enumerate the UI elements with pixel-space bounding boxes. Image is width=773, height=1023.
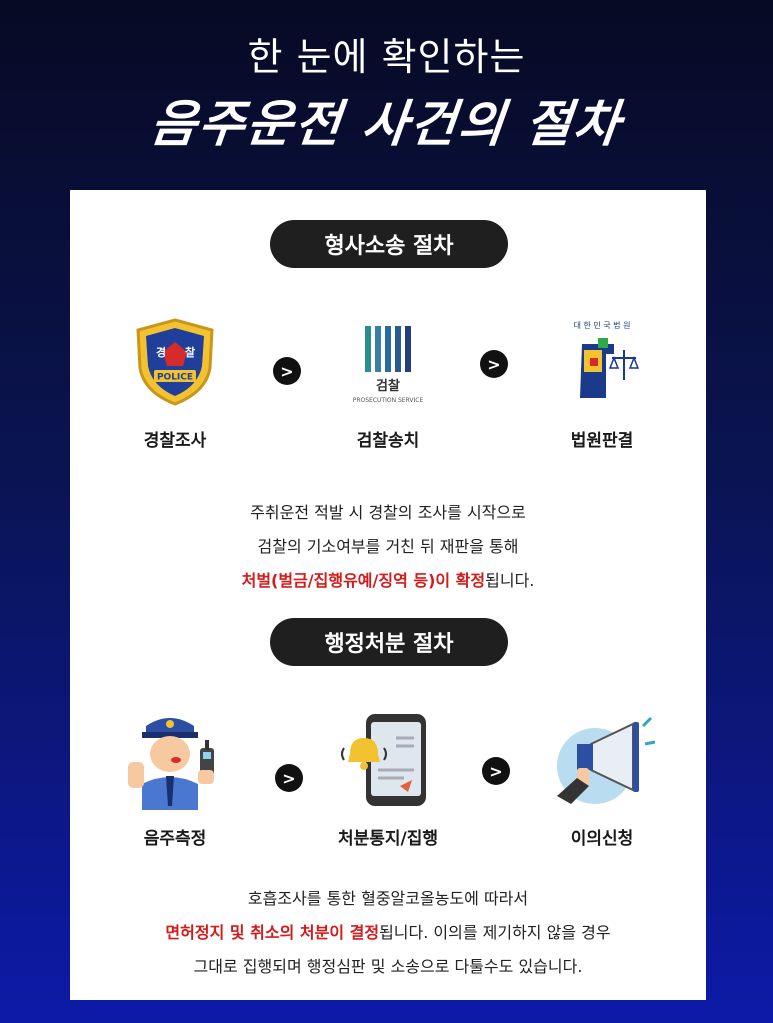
court-emblem-text: 대 한 민 국 법 원: [574, 320, 631, 330]
step-prosecution-referral: 검찰 PROSECUTION SERVICE 검찰송치: [308, 312, 468, 451]
step-objection: 이의신청: [522, 710, 682, 849]
arrow-right-icon: >: [275, 764, 303, 792]
criminal-procedure-pill: 형사소송 절차: [270, 220, 508, 268]
badge-char-2: 찰: [185, 345, 195, 359]
prosecution-logo-text: 검찰: [376, 378, 400, 394]
header-subtitle: 한 눈에 확인하는: [247, 35, 526, 79]
arrow-right-icon: >: [482, 757, 510, 785]
step-alcohol-test: 음주측정: [95, 710, 255, 849]
police-badge-icon: 경 찰 POLICE: [95, 312, 255, 412]
prosecution-logo-icon: 검찰 PROSECUTION SERVICE: [308, 312, 468, 412]
criminal-desc-line-3: 처벌(벌금/집행유예/징역 등)이 확정됩니다.: [70, 564, 706, 598]
badge-police-text: POLICE: [157, 373, 193, 383]
court-emblem-icon: 대 한 민 국 법 원: [522, 312, 682, 412]
step-label: 경찰조사: [143, 431, 207, 451]
admin-desc-line-3: 그대로 집행되며 행정심판 및 소송으로 다툴수도 있습니다.: [193, 957, 583, 976]
criminal-desc-highlight: 처벌(벌금/집행유예/징역 등)이 확정: [241, 571, 486, 590]
step-label: 음주측정: [143, 829, 207, 849]
step-notice-execution: 처분통지/집행: [308, 710, 468, 849]
step-label: 이의신청: [570, 829, 634, 849]
criminal-desc-line-1: 주취운전 적발 시 경찰의 조사를 시작으로: [250, 503, 526, 522]
step-label: 법원판결: [570, 431, 634, 451]
badge-char-1: 경: [156, 345, 166, 359]
header-title: 음주운전 사건의 절차: [147, 94, 625, 153]
admin-desc-rest: 됩니다. 이의를 제기하지 않을 경우: [379, 923, 611, 942]
criminal-desc-rest: 됩니다.: [485, 571, 535, 590]
procedure-card: 형사소송 절차 경 찰 POLICE 경찰조사 > 검찰: [70, 190, 706, 1000]
police-officer-breathalyzer-icon: [95, 710, 255, 810]
arrow-right-icon: >: [480, 350, 508, 378]
megaphone-icon: [522, 710, 682, 810]
administrative-procedure-pill: 행정처분 절차: [270, 618, 508, 666]
criminal-desc-line-2: 검찰의 기소여부를 거친 뒤 재판을 통해: [257, 537, 519, 556]
admin-desc-line-2: 면허정지 및 취소의 처분이 결정됩니다. 이의를 제기하지 않을 경우: [70, 916, 706, 950]
admin-desc-highlight: 면허정지 및 취소의 처분이 결정: [165, 923, 380, 942]
admin-description: 호흡조사를 통한 혈중알코올농도에 따라서 면허정지 및 취소의 처분이 결정됩…: [70, 882, 706, 984]
phone-notification-icon: [308, 710, 468, 810]
criminal-description: 주취운전 적발 시 경찰의 조사를 시작으로 검찰의 기소여부를 거친 뒤 재판…: [70, 496, 706, 598]
step-label: 검찰송치: [356, 431, 420, 451]
arrow-right-icon: >: [273, 357, 301, 385]
step-court-ruling: 대 한 민 국 법 원 법원판결: [522, 312, 682, 451]
step-label: 처분통지/집행: [337, 829, 439, 849]
step-police-investigation: 경 찰 POLICE 경찰조사: [95, 312, 255, 451]
admin-desc-line-1: 호흡조사를 통한 혈중알코올농도에 따라서: [247, 889, 529, 908]
prosecution-logo-subtext: PROSECUTION SERVICE: [353, 397, 424, 404]
